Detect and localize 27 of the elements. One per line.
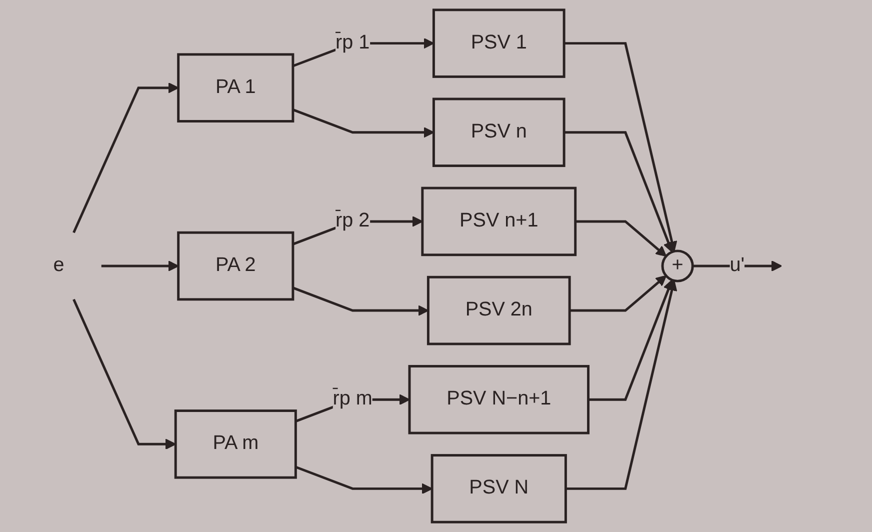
arrow bbox=[564, 42, 678, 252]
arrow bbox=[72, 82, 179, 234]
node-box: PSV 1 bbox=[432, 8, 566, 78]
edge-label: r̄p m bbox=[332, 388, 372, 410]
node-box: PA m bbox=[174, 410, 297, 479]
node-box: PA 1 bbox=[177, 53, 294, 122]
arrow bbox=[292, 108, 434, 138]
arrow bbox=[588, 280, 674, 401]
node-box: PSV N−n+1 bbox=[408, 364, 590, 434]
node-circle: + bbox=[661, 250, 694, 282]
node-box: PSV n bbox=[432, 98, 566, 168]
node-box: PSV N bbox=[430, 454, 567, 524]
arrow bbox=[564, 131, 674, 252]
arrow bbox=[570, 275, 667, 312]
node-text: e bbox=[53, 254, 64, 276]
arrow bbox=[101, 260, 179, 272]
arrow bbox=[292, 286, 429, 316]
node-box: PSV 2n bbox=[426, 276, 571, 346]
arrow bbox=[295, 466, 433, 494]
arrow bbox=[575, 220, 667, 257]
arrow bbox=[566, 280, 678, 490]
edge-label: u' bbox=[730, 254, 745, 276]
edge-label: r̄p 1 bbox=[336, 32, 370, 54]
node-box: PA 2 bbox=[177, 231, 294, 301]
edge-label: r̄p 2 bbox=[336, 210, 370, 232]
node-box: PSV n+1 bbox=[421, 186, 577, 256]
arrow bbox=[72, 298, 176, 450]
